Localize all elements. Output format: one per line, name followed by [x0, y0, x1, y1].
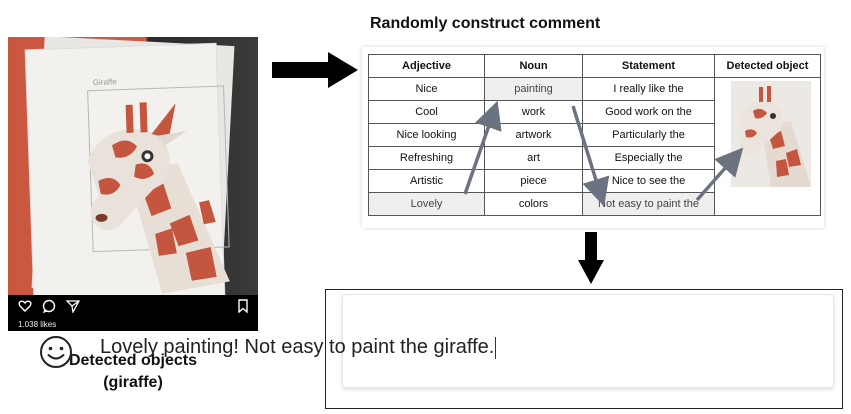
arrow-statement-to-object: [695, 147, 744, 202]
smiley-icon[interactable]: [38, 334, 74, 370]
statement-cell: Not easy to paint the: [582, 192, 715, 216]
detected-object-thumbnail: [731, 81, 811, 187]
adjective-cell: Cool: [368, 100, 485, 124]
arrow-noun-to-statement: [571, 105, 610, 207]
comment-icon[interactable]: [42, 299, 56, 313]
adjective-cell: Nice: [368, 77, 485, 101]
adjective-cell: Lovely: [368, 192, 485, 216]
table-row: Artistic piece Nice to see the: [368, 169, 821, 193]
giraffe-thumbnail-drawing: [739, 86, 811, 187]
noun-cell: colors: [484, 192, 583, 216]
giraffe-drawing: [87, 102, 230, 294]
generated-comment-box: [325, 289, 843, 409]
statement-cell: Particularly the: [582, 123, 715, 147]
adjective-cell: Nice looking: [368, 123, 485, 147]
noun-cell: piece: [484, 169, 583, 193]
header-detected-object: Detected object: [714, 54, 821, 78]
caption-line-2: (giraffe): [103, 374, 163, 391]
detected-object-cell: [714, 77, 821, 216]
arrow-down-icon: [578, 232, 604, 284]
table-row: Lovely colors Not easy to paint the: [368, 192, 821, 216]
comment-table: Adjective Noun Statement Detected object…: [368, 54, 821, 216]
left-caption: Detected objects (giraffe): [8, 350, 258, 394]
diagram-title: Randomly construct comment: [370, 15, 601, 32]
bookmark-icon[interactable]: [236, 299, 250, 313]
comment-table-card: Adjective Noun Statement Detected object…: [362, 47, 824, 228]
table-row: Cool work Good work on the: [368, 100, 821, 124]
comment-input-field[interactable]: [342, 294, 834, 388]
comment-text: Lovely painting! Not easy to paint the g…: [100, 336, 495, 358]
arrow-right-icon: [272, 52, 358, 88]
generated-comment: Lovely painting! Not easy to paint the g…: [100, 336, 497, 359]
noun-cell: painting: [484, 77, 583, 101]
share-icon[interactable]: [66, 299, 80, 313]
likes-count: 1.038 likes: [18, 320, 57, 329]
statement-cell: Especially the: [582, 146, 715, 170]
table-row: Nice painting I really like the: [368, 77, 821, 216]
instagram-post: Giraffe: [8, 37, 258, 331]
heart-icon[interactable]: [18, 299, 32, 313]
post-photo: Giraffe: [8, 37, 258, 295]
caption-line-1: Detected objects: [68, 352, 198, 369]
header-statement: Statement: [582, 54, 715, 78]
table-header-row: Adjective Noun Statement Detected object: [368, 54, 821, 78]
arrow-adjective-to-noun: [463, 100, 502, 195]
text-cursor: [495, 336, 497, 359]
statement-cell: I really like the: [582, 77, 715, 101]
paper-sheet: Giraffe: [25, 43, 230, 295]
